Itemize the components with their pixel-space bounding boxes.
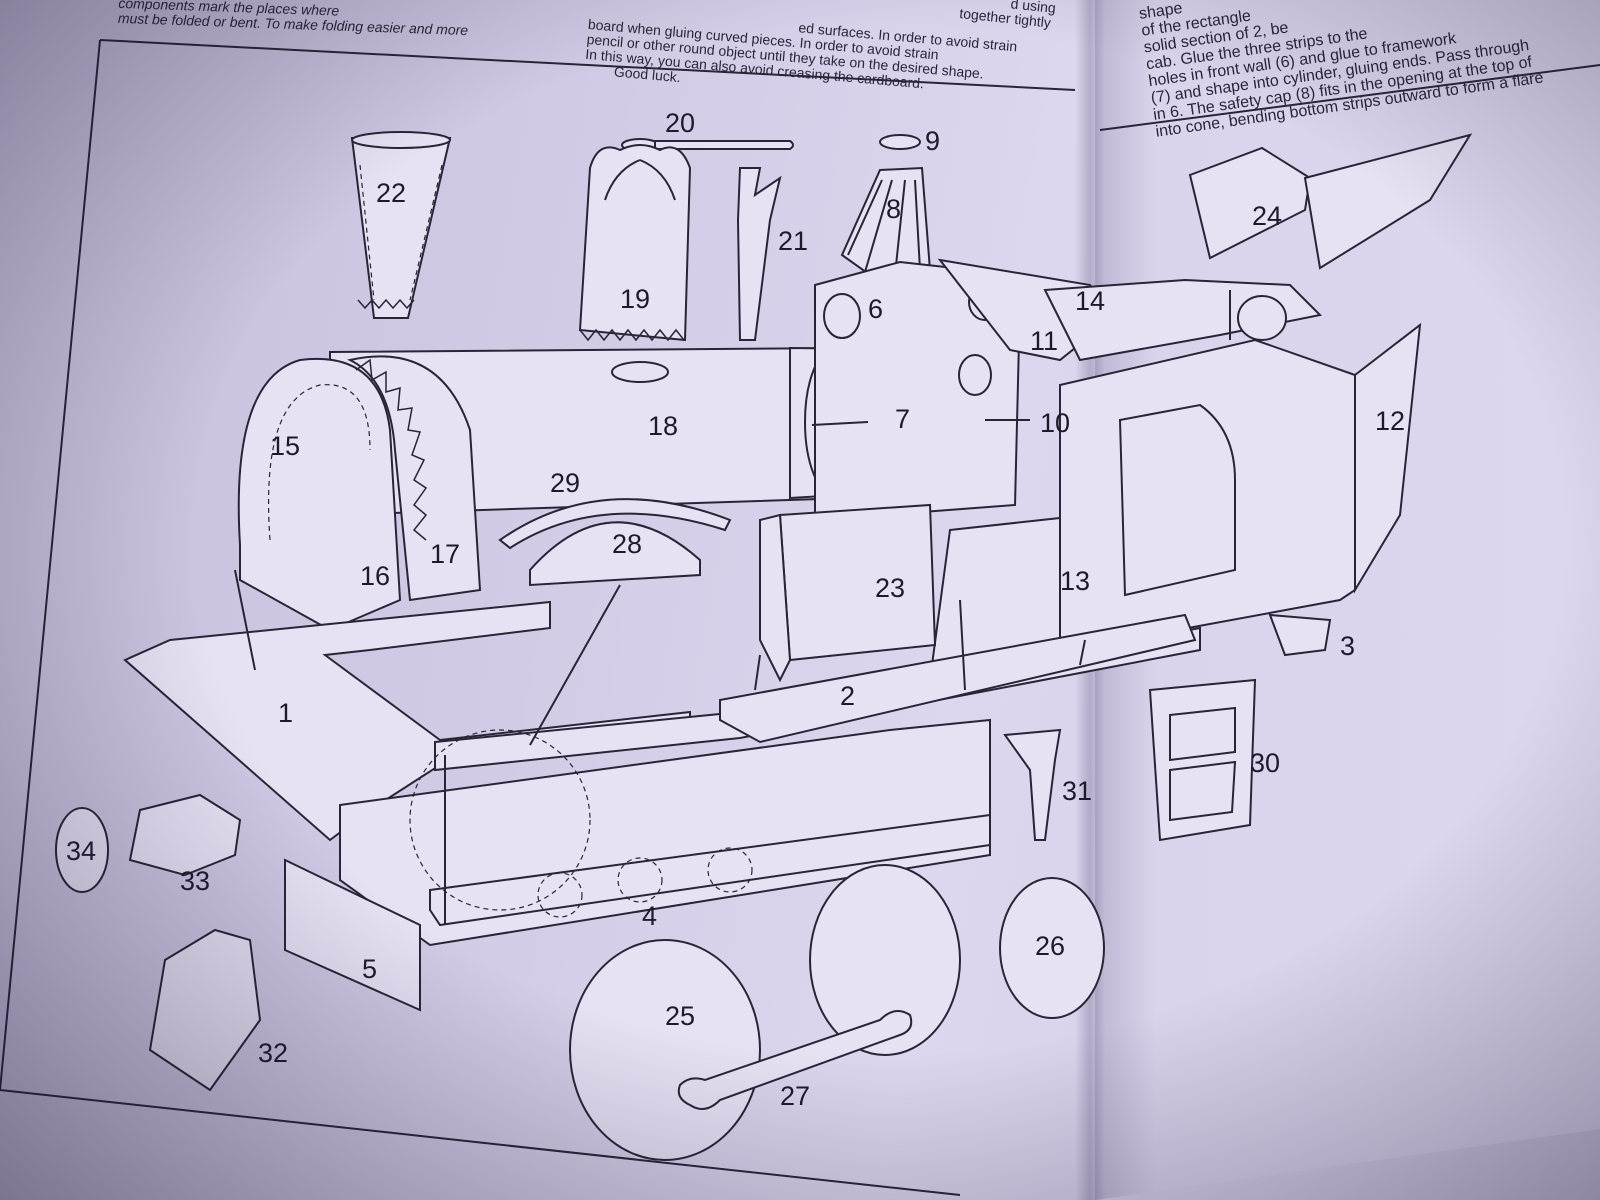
part-30-step bbox=[1148, 678, 1257, 842]
label-part-26: 26 bbox=[1035, 931, 1065, 961]
zigzag-edge bbox=[355, 358, 428, 541]
part-3-buffer-beam bbox=[1268, 613, 1332, 657]
part-26-wheel-disc bbox=[999, 877, 1105, 1019]
part-5-buffer bbox=[284, 858, 421, 1012]
label-part-10: 10 bbox=[1040, 408, 1070, 438]
part-21-bracket bbox=[736, 167, 782, 341]
label-part-14: 14 bbox=[1075, 286, 1105, 316]
part-4-chassis bbox=[339, 718, 991, 947]
label-part-11: 11 bbox=[1030, 326, 1058, 356]
label-part-4: 4 bbox=[642, 901, 657, 931]
part-28-splasher bbox=[498, 498, 732, 587]
part-34-lens bbox=[55, 807, 109, 893]
label-part-19: 19 bbox=[620, 284, 650, 314]
label-part-18: 18 bbox=[648, 411, 678, 441]
part-25b-wheel bbox=[809, 864, 961, 1056]
label-part-1: 1 bbox=[278, 698, 293, 728]
label-part-27: 27 bbox=[780, 1081, 810, 1111]
label-part-3: 3 bbox=[1340, 631, 1355, 661]
part-2-footplate bbox=[719, 613, 1197, 744]
label-part-22: 22 bbox=[376, 178, 406, 208]
label-part-28: 28 bbox=[612, 529, 642, 559]
part-25-wheel bbox=[569, 939, 761, 1161]
label-part-34: 34 bbox=[66, 836, 96, 866]
label-part-29: 29 bbox=[550, 468, 580, 498]
part-19-dome bbox=[578, 144, 692, 342]
part-24-cab-roof bbox=[1188, 133, 1473, 270]
label-part-21: 21 bbox=[778, 226, 808, 256]
part-33-headlamp bbox=[128, 793, 242, 877]
label-part-32: 32 bbox=[258, 1038, 288, 1068]
label-part-16: 16 bbox=[360, 561, 390, 591]
label-part-24: 24 bbox=[1252, 201, 1282, 231]
label-part-8: 8 bbox=[886, 194, 901, 224]
assembly-arrows bbox=[234, 290, 1231, 925]
diagram-frame bbox=[0, 39, 1076, 1196]
label-part-25: 25 bbox=[665, 1001, 695, 1031]
label-part-31: 31 bbox=[1062, 776, 1092, 806]
part-32-lamp bbox=[148, 928, 262, 1092]
label-part-2: 2 bbox=[840, 681, 855, 711]
part-31-lamp-bracket bbox=[1003, 728, 1062, 841]
label-part-33: 33 bbox=[180, 866, 210, 896]
label-part-17: 17 bbox=[430, 539, 460, 569]
part-23-tank bbox=[759, 503, 937, 683]
label-part-5: 5 bbox=[362, 954, 377, 984]
label-part-7: 7 bbox=[895, 404, 910, 434]
part-15-front-plate bbox=[237, 357, 402, 632]
label-part-20: 20 bbox=[665, 108, 695, 138]
label-part-15: 15 bbox=[270, 431, 300, 461]
label-part-9: 9 bbox=[925, 126, 940, 156]
label-part-12: 12 bbox=[1375, 406, 1405, 436]
label-part-6: 6 bbox=[868, 294, 883, 324]
label-part-13: 13 bbox=[1060, 566, 1090, 596]
part-9-cap bbox=[879, 134, 921, 150]
part-22-chimney bbox=[350, 131, 452, 319]
part-12-cab-side bbox=[1059, 295, 1422, 652]
right-frame-line bbox=[1099, 64, 1600, 131]
part-27-coupling-rod bbox=[677, 1010, 913, 1110]
label-part-30: 30 bbox=[1250, 748, 1280, 778]
label-part-23: 23 bbox=[875, 573, 905, 603]
